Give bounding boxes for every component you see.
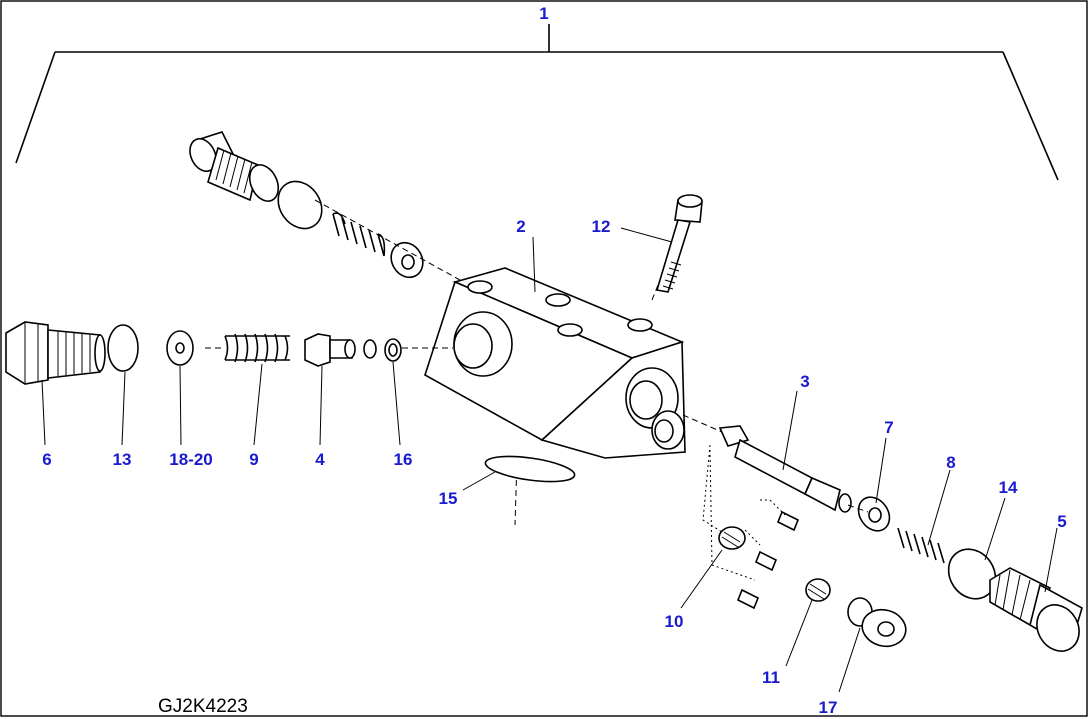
- cap-screw: [655, 194, 703, 293]
- callout-7: 7: [884, 418, 893, 437]
- callout-11: 11: [762, 668, 780, 687]
- upper-spring: [332, 212, 386, 257]
- callout-4: 4: [315, 450, 325, 469]
- callout-14: 14: [999, 478, 1018, 497]
- spool-axis-line: [682, 414, 723, 433]
- right-o-ring: [947, 548, 997, 600]
- callout-2: 2: [516, 217, 525, 236]
- plug-10: [718, 526, 746, 550]
- valve-body: [424, 267, 686, 459]
- spool: [718, 425, 852, 513]
- callout-labels: 1 2 3 4 5 6 7 8 9 10 11 12 13 14 15 16 1…: [42, 4, 1066, 717]
- callout-16: 16: [394, 450, 413, 469]
- callout-15: 15: [439, 489, 458, 508]
- left-o-ring: [107, 324, 139, 372]
- callout-5: 5: [1057, 512, 1066, 531]
- upper-relief-plug: [189, 131, 280, 202]
- callout-3: 3: [800, 372, 809, 391]
- body-o-ring: [484, 455, 576, 483]
- right-plug: [989, 567, 1083, 652]
- left-spring: [224, 333, 290, 363]
- callout-18-20: 18-20: [169, 450, 212, 469]
- callout-12: 12: [592, 217, 611, 236]
- upper-washer: [390, 241, 424, 279]
- left-shim: [166, 330, 194, 366]
- plug-11: [805, 578, 831, 602]
- assembly-bracket: [15, 24, 1059, 181]
- callout-17: 17: [819, 698, 838, 717]
- small-seal: [363, 339, 377, 359]
- upper-o-ring: [277, 180, 323, 230]
- callout-8: 8: [946, 453, 955, 472]
- callout-6: 6: [42, 450, 51, 469]
- callout-10: 10: [665, 612, 684, 631]
- right-spring: [897, 527, 945, 564]
- orifice-plugs: [736, 510, 800, 610]
- callout-9: 9: [249, 450, 258, 469]
- callout-1: 1: [539, 4, 548, 23]
- plug-17: [847, 597, 907, 648]
- leader-lines: [41, 227, 1058, 693]
- upper-axis-line: [314, 199, 461, 281]
- poppet: [304, 333, 356, 367]
- left-plug: [5, 321, 106, 385]
- drawing-code: GJ2K4223: [158, 696, 248, 717]
- bolt-axis-line: [651, 279, 661, 301]
- backup-ring: [384, 338, 402, 362]
- right-washer: [857, 496, 891, 532]
- callout-13: 13: [113, 450, 132, 469]
- right-axis-line: [847, 504, 869, 513]
